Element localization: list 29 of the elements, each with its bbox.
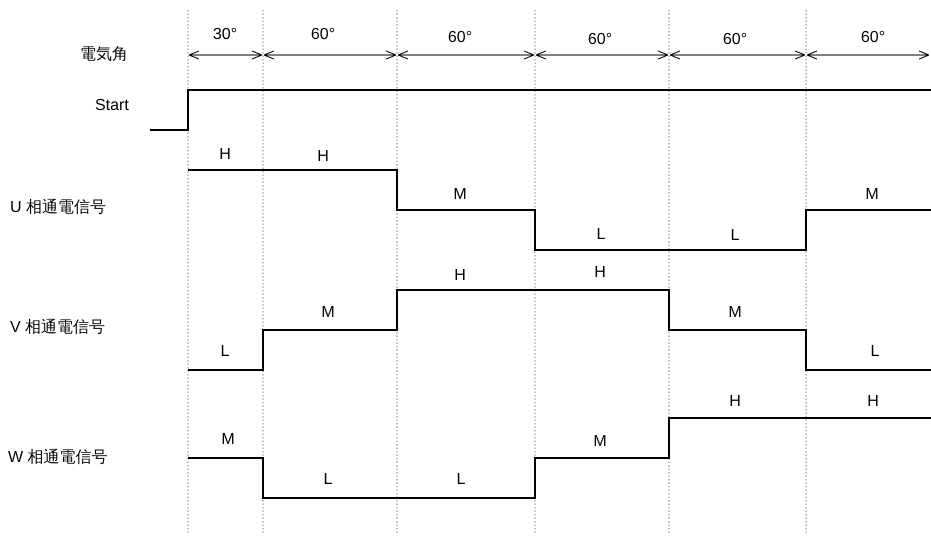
level-label: M <box>453 186 467 204</box>
level-label: L <box>870 343 880 361</box>
angle-label: 60° <box>588 31 612 49</box>
level-label: M <box>728 304 742 322</box>
level-label: H <box>594 264 606 282</box>
angle-label: 60° <box>860 29 886 47</box>
level-label: H <box>729 393 741 411</box>
level-label: L <box>730 227 740 245</box>
angle-label: 30° <box>212 26 238 44</box>
signal-name: U 相通電信号 <box>10 199 106 217</box>
signal-name: W 相通電信号 <box>8 449 108 467</box>
level-label: M <box>221 431 235 449</box>
angle-label: 60° <box>310 26 336 44</box>
signal-name: V 相通電信号 <box>10 319 106 337</box>
angle-label: 60° <box>722 31 748 49</box>
level-label: L <box>456 471 466 489</box>
level-label: H <box>454 267 466 285</box>
signal-name: Start <box>95 97 129 115</box>
level-label: L <box>596 226 606 244</box>
level-label: H <box>219 146 231 164</box>
level-label: L <box>324 471 332 489</box>
angle-label: 60° <box>448 29 472 47</box>
signal-name: 電気角 <box>80 46 128 64</box>
level-label: M <box>321 304 335 322</box>
level-label: L <box>220 343 230 361</box>
level-label: M <box>593 433 607 451</box>
level-label: H <box>317 148 329 166</box>
level-label: H <box>867 393 879 411</box>
level-label: M <box>865 186 879 204</box>
